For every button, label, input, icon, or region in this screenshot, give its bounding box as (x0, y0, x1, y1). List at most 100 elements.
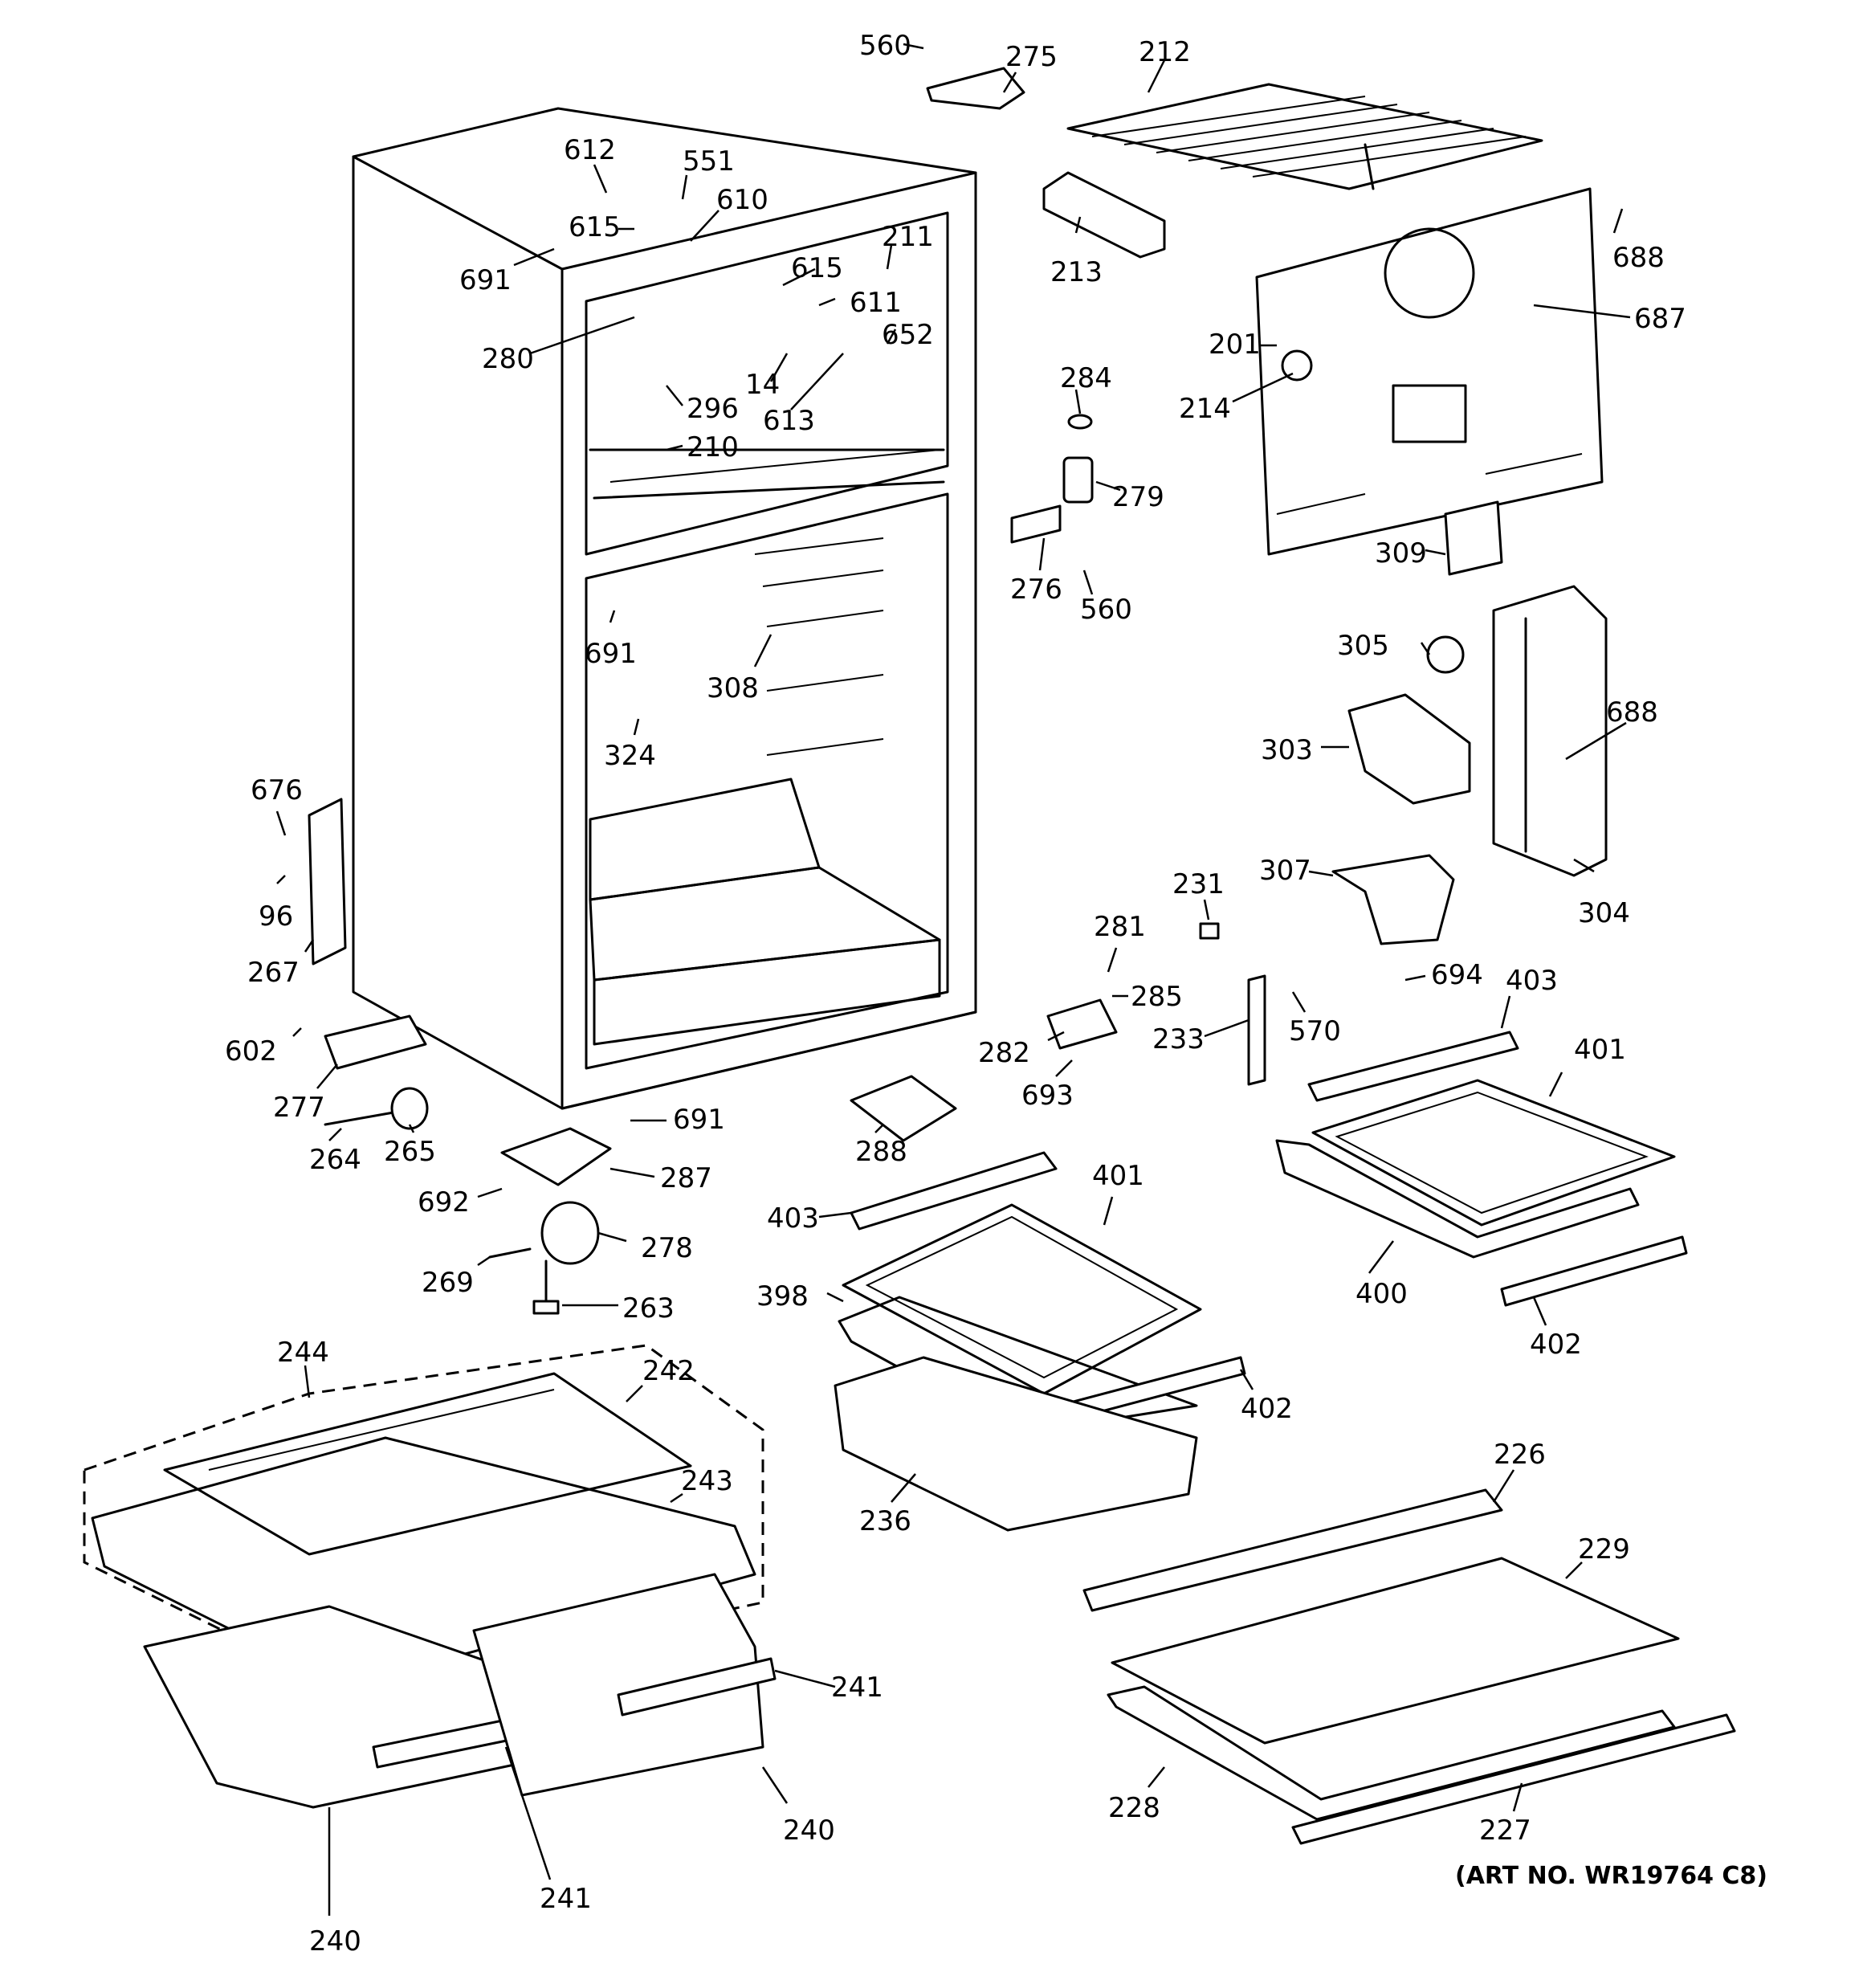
label-212: 212 (1139, 36, 1191, 68)
pin-269 (488, 1247, 532, 1259)
label-240a: 240 (783, 1815, 835, 1847)
part-shapes (83, 67, 1736, 1845)
hinge-287 (500, 1127, 612, 1186)
label-282: 282 (978, 1037, 1030, 1069)
label-96: 96 (259, 900, 293, 933)
bracket-282 (1046, 998, 1118, 1050)
label-403a: 403 (1506, 965, 1558, 997)
label-241a: 241 (831, 1672, 883, 1704)
label-242: 242 (642, 1355, 695, 1387)
label-201: 201 (1209, 329, 1261, 361)
label-263: 263 (622, 1292, 675, 1325)
label-692: 692 (418, 1186, 470, 1219)
label-233: 233 (1152, 1023, 1205, 1055)
label-687: 687 (1634, 303, 1686, 335)
label-211: 211 (882, 221, 934, 253)
label-560b: 560 (1080, 594, 1132, 626)
label-280: 280 (482, 343, 534, 375)
hinge-275 (926, 67, 1025, 110)
label-615a: 615 (569, 211, 621, 243)
label-560a: 560 (859, 30, 911, 62)
label-611: 611 (850, 287, 902, 319)
wire-shelf-212 (1066, 83, 1543, 190)
label-615b: 615 (791, 252, 843, 284)
crisper-cover-assembly-244 (83, 1344, 764, 1692)
label-281: 281 (1094, 911, 1146, 943)
hinge-288 (850, 1075, 957, 1142)
label-275: 275 (1005, 41, 1058, 73)
label-229: 229 (1578, 1533, 1630, 1565)
glass-shelf-229 (1111, 1557, 1680, 1745)
label-278: 278 (641, 1232, 693, 1264)
label-610: 610 (716, 184, 768, 216)
label-688b: 688 (1606, 696, 1658, 729)
label-612: 612 (564, 134, 616, 166)
label-551: 551 (683, 145, 735, 178)
label-14: 14 (745, 369, 780, 401)
washer-284 (1067, 414, 1093, 430)
roller-265 (390, 1087, 429, 1130)
shelf-trim-227 (1291, 1713, 1736, 1845)
label-694: 694 (1431, 959, 1483, 991)
label-241b: 241 (540, 1883, 592, 1915)
glass-shelf-401-right (1311, 1079, 1676, 1227)
label-244: 244 (277, 1337, 329, 1369)
label-402a: 402 (1530, 1329, 1582, 1361)
roller-278 (540, 1201, 600, 1265)
crisper-cover-242 (163, 1372, 692, 1556)
label-226: 226 (1494, 1439, 1546, 1471)
shelf-frame-400 (1275, 1139, 1640, 1259)
label-400: 400 (1355, 1278, 1408, 1310)
label-277: 277 (273, 1092, 325, 1124)
label-402b: 402 (1241, 1393, 1293, 1425)
label-265: 265 (384, 1136, 436, 1168)
label-213: 213 (1050, 256, 1103, 288)
label-398: 398 (756, 1280, 809, 1312)
label-240b: 240 (309, 1925, 361, 1957)
label-284: 284 (1060, 362, 1112, 394)
label-304: 304 (1578, 897, 1630, 929)
label-691b: 691 (585, 638, 637, 670)
sensor-279 (1062, 456, 1094, 504)
label-613: 613 (763, 405, 815, 437)
ice-tray-213 (1042, 171, 1166, 259)
drawer-236 (834, 1356, 1198, 1532)
shelf-trim-402-right (1500, 1235, 1688, 1307)
label-307: 307 (1259, 855, 1311, 887)
label-279: 279 (1112, 481, 1164, 513)
label-602: 602 (225, 1035, 277, 1067)
shelf-trim-403-middle (850, 1151, 1058, 1231)
label-269: 269 (422, 1267, 474, 1299)
leveling-leg-263 (532, 1300, 560, 1315)
label-401a: 401 (1574, 1034, 1626, 1066)
shelf-frame-228 (1107, 1685, 1676, 1821)
duct-304 (1492, 585, 1608, 877)
label-401b: 401 (1092, 1160, 1144, 1192)
label-308: 308 (707, 672, 759, 704)
art-number: (ART NO. WR19764 C8) (1455, 1862, 1767, 1890)
bracket-277 (324, 1014, 427, 1070)
label-305: 305 (1337, 630, 1389, 662)
clip-231 (1199, 922, 1220, 940)
pad-309 (1444, 500, 1503, 576)
label-570: 570 (1289, 1015, 1341, 1047)
hinge-plate-267 (308, 798, 347, 965)
axle-264 (324, 1111, 395, 1126)
crisper-drawer-240-right (472, 1573, 777, 1797)
label-228: 228 (1108, 1792, 1160, 1824)
label-276: 276 (1010, 574, 1062, 606)
crisper-frame-243 (91, 1436, 756, 1688)
shelf-trim-403-right (1307, 1031, 1519, 1102)
shelf-trim-226 (1082, 1488, 1503, 1612)
label-691c: 691 (673, 1104, 725, 1136)
label-264: 264 (309, 1144, 361, 1176)
label-303: 303 (1261, 734, 1313, 766)
label-296: 296 (687, 393, 739, 425)
bracket-276 (1010, 504, 1062, 544)
label-403b: 403 (767, 1202, 819, 1235)
leader-lines (275, 43, 1631, 1916)
label-652: 652 (882, 319, 934, 351)
diffuser-307 (1331, 854, 1455, 945)
glass-shelf-401-middle (842, 1203, 1202, 1395)
